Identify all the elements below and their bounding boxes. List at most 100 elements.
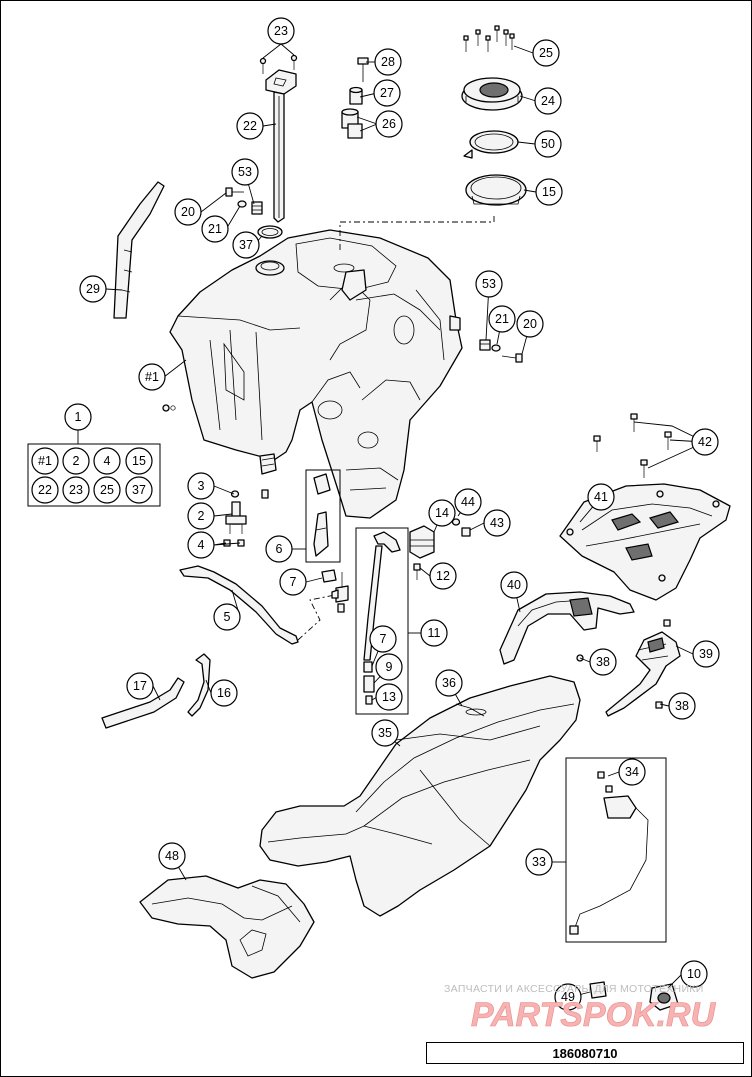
callout-53-left: 53 bbox=[231, 158, 259, 186]
set-member-2: 2 bbox=[62, 447, 90, 475]
callout-38-upper: 38 bbox=[589, 648, 617, 676]
part-fuel-hose-6 bbox=[305, 469, 341, 563]
svg-text:39: 39 bbox=[699, 647, 713, 661]
svg-text:5: 5 bbox=[224, 610, 231, 624]
part-fuel-pump-tube bbox=[259, 54, 298, 223]
svg-text:34: 34 bbox=[625, 765, 639, 779]
callout-23: 23 bbox=[267, 17, 295, 45]
svg-text:37: 37 bbox=[239, 238, 253, 252]
svg-text:37: 37 bbox=[132, 483, 146, 497]
callout-17: 17 bbox=[126, 672, 154, 700]
svg-text:#1: #1 bbox=[38, 454, 52, 468]
part-seat-lock bbox=[589, 981, 679, 1011]
callout-25: 25 bbox=[532, 39, 560, 67]
callout-36: 36 bbox=[435, 669, 463, 697]
callout-43: 43 bbox=[483, 509, 511, 537]
part-bracket-39 bbox=[605, 619, 681, 717]
svg-text:17: 17 bbox=[133, 679, 147, 693]
svg-text:29: 29 bbox=[86, 282, 100, 296]
part-tank-hardware-left bbox=[225, 187, 283, 239]
callout-33: 33 bbox=[525, 848, 553, 876]
part-bolt-sleeve-grommet bbox=[341, 57, 369, 139]
watermark-logo: PARTSPOK.RU bbox=[471, 997, 717, 1033]
svg-text:9: 9 bbox=[386, 660, 393, 674]
part-passenger-seat bbox=[139, 875, 315, 979]
callout-24: 24 bbox=[534, 87, 562, 115]
callout-22: 22 bbox=[236, 112, 264, 140]
svg-text:33: 33 bbox=[532, 855, 546, 869]
set-member-4: 15 bbox=[125, 447, 153, 475]
svg-text:43: 43 bbox=[490, 516, 504, 530]
svg-text:13: 13 bbox=[382, 690, 396, 704]
svg-text:20: 20 bbox=[181, 205, 195, 219]
callout-16: 16 bbox=[210, 679, 238, 707]
svg-text:25: 25 bbox=[539, 46, 553, 60]
set-member-3: 4 bbox=[93, 447, 121, 475]
svg-text:40: 40 bbox=[507, 578, 521, 592]
svg-text:25: 25 bbox=[100, 483, 114, 497]
callout-28: 28 bbox=[374, 48, 402, 76]
callout-20-left: 20 bbox=[174, 198, 202, 226]
svg-text:23: 23 bbox=[69, 483, 83, 497]
svg-text:20: 20 bbox=[523, 317, 537, 331]
svg-text:38: 38 bbox=[675, 699, 689, 713]
part-bracket-40 bbox=[499, 591, 635, 665]
svg-text:2: 2 bbox=[198, 509, 205, 523]
set-member-1: #1 bbox=[31, 447, 59, 475]
part-fuel-tank bbox=[162, 229, 463, 519]
part-luggage-rack bbox=[559, 413, 731, 601]
svg-text:2: 2 bbox=[73, 454, 80, 468]
svg-text:7: 7 bbox=[380, 632, 387, 646]
callout-40: 40 bbox=[500, 571, 528, 599]
svg-text:22: 22 bbox=[38, 483, 52, 497]
set-member-7: 25 bbox=[93, 476, 121, 504]
set-member-6: 23 bbox=[62, 476, 90, 504]
svg-text:16: 16 bbox=[217, 686, 231, 700]
svg-text:PARTSPOK.RU: PARTSPOK.RU bbox=[471, 997, 717, 1033]
callout-48: 48 bbox=[158, 842, 186, 870]
svg-text:14: 14 bbox=[435, 506, 449, 520]
callout-9: 9 bbox=[375, 653, 403, 681]
svg-text:48: 48 bbox=[165, 849, 179, 863]
part-tank-hardware-right bbox=[479, 339, 523, 363]
part-seat-lock-cable bbox=[565, 757, 667, 943]
part-breather-hose-11 bbox=[355, 527, 409, 715]
svg-text:#1: #1 bbox=[145, 370, 159, 384]
part-bracket-14-group bbox=[409, 518, 471, 580]
leader-cap-to-tank bbox=[339, 216, 495, 252]
callout-20-right: 20 bbox=[516, 310, 544, 338]
svg-text:44: 44 bbox=[461, 495, 475, 509]
callout-7-left: 7 bbox=[279, 568, 307, 596]
svg-text:4: 4 bbox=[104, 454, 111, 468]
leader-lines bbox=[105, 43, 706, 998]
svg-text:38: 38 bbox=[596, 655, 610, 669]
part-hoses-16-17 bbox=[101, 653, 211, 729]
svg-text:26: 26 bbox=[382, 117, 396, 131]
callout-27: 27 bbox=[373, 79, 401, 107]
svg-text:27: 27 bbox=[380, 86, 394, 100]
callout-10: 10 bbox=[680, 960, 708, 988]
callout-6: 6 bbox=[265, 535, 293, 563]
svg-text:10: 10 bbox=[687, 967, 701, 981]
svg-text:42: 42 bbox=[698, 435, 712, 449]
callout-21-right: 21 bbox=[488, 305, 516, 333]
svg-text:22: 22 bbox=[243, 119, 257, 133]
svg-text:6: 6 bbox=[276, 542, 283, 556]
document-number-box: 186080710 bbox=[426, 1042, 744, 1064]
svg-text:1: 1 bbox=[75, 410, 82, 424]
callout-2: 2 bbox=[187, 502, 215, 530]
svg-text:21: 21 bbox=[208, 222, 222, 236]
part-fuel-sensor bbox=[223, 453, 277, 547]
part-hose-5 bbox=[179, 565, 341, 645]
callout-4: 4 bbox=[187, 531, 215, 559]
callout-3: 3 bbox=[187, 472, 215, 500]
part-seat bbox=[259, 675, 581, 917]
callout-5: 5 bbox=[213, 603, 241, 631]
svg-text:15: 15 bbox=[542, 185, 556, 199]
callout-21-left: 21 bbox=[201, 215, 229, 243]
callout-1: 1 bbox=[64, 403, 92, 431]
callout-14: 14 bbox=[428, 499, 456, 527]
svg-text:23: 23 bbox=[274, 24, 288, 38]
document-number: 186080710 bbox=[552, 1045, 618, 1061]
